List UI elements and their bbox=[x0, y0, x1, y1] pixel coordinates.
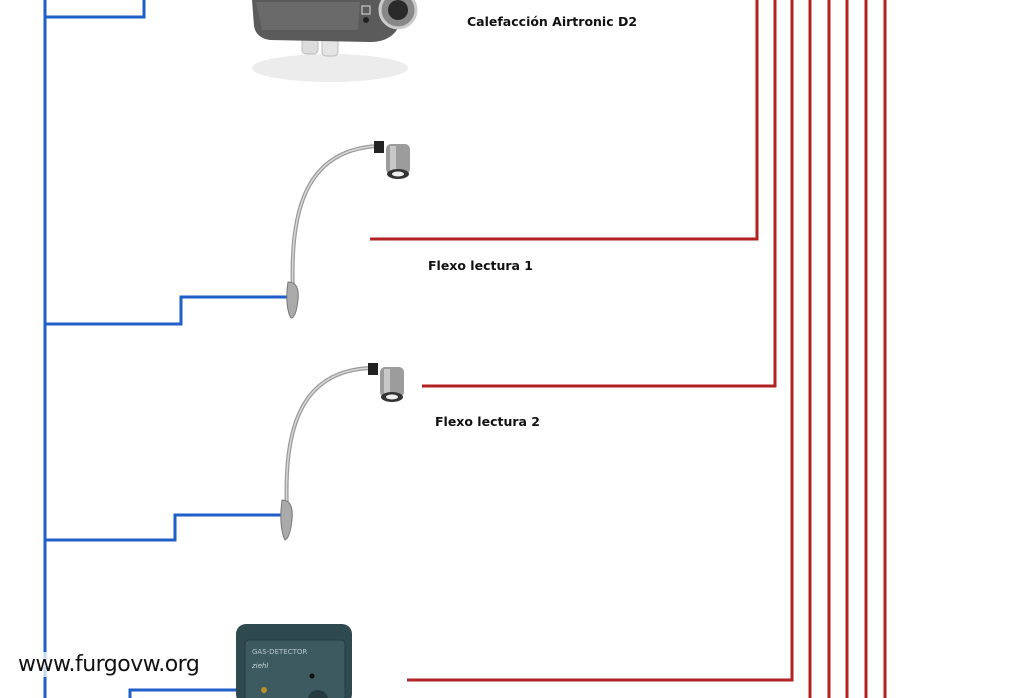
lamp2-positive-wire bbox=[422, 0, 777, 388]
reading-lamp-1-icon bbox=[286, 141, 410, 319]
svg-text:GAS-DETECTOR: GAS-DETECTOR bbox=[252, 648, 307, 656]
diesel-heater-icon bbox=[252, 0, 418, 82]
lamp1-label: Flexo lectura 1 bbox=[428, 258, 533, 273]
lamp1-negative-wire bbox=[45, 295, 288, 326]
lamp2-negative-wire bbox=[45, 513, 282, 542]
gas-detector-icon: GAS-DETECTOR ziehl bbox=[236, 624, 352, 698]
watermark: www.furgovw.org bbox=[18, 652, 200, 677]
gas-negative-wire bbox=[128, 688, 240, 698]
gas-positive-wire bbox=[407, 0, 794, 682]
lamp1-positive-wire bbox=[370, 0, 759, 241]
negative-wires bbox=[43, 0, 288, 698]
svg-text:ziehl: ziehl bbox=[251, 662, 268, 670]
lamp2-label: Flexo lectura 2 bbox=[435, 414, 540, 429]
positive-wires bbox=[370, 0, 887, 698]
reading-lamp-2-icon bbox=[280, 363, 404, 541]
heater-label: Calefacción Airtronic D2 bbox=[467, 14, 638, 29]
heater-negative-wire bbox=[45, 0, 146, 19]
